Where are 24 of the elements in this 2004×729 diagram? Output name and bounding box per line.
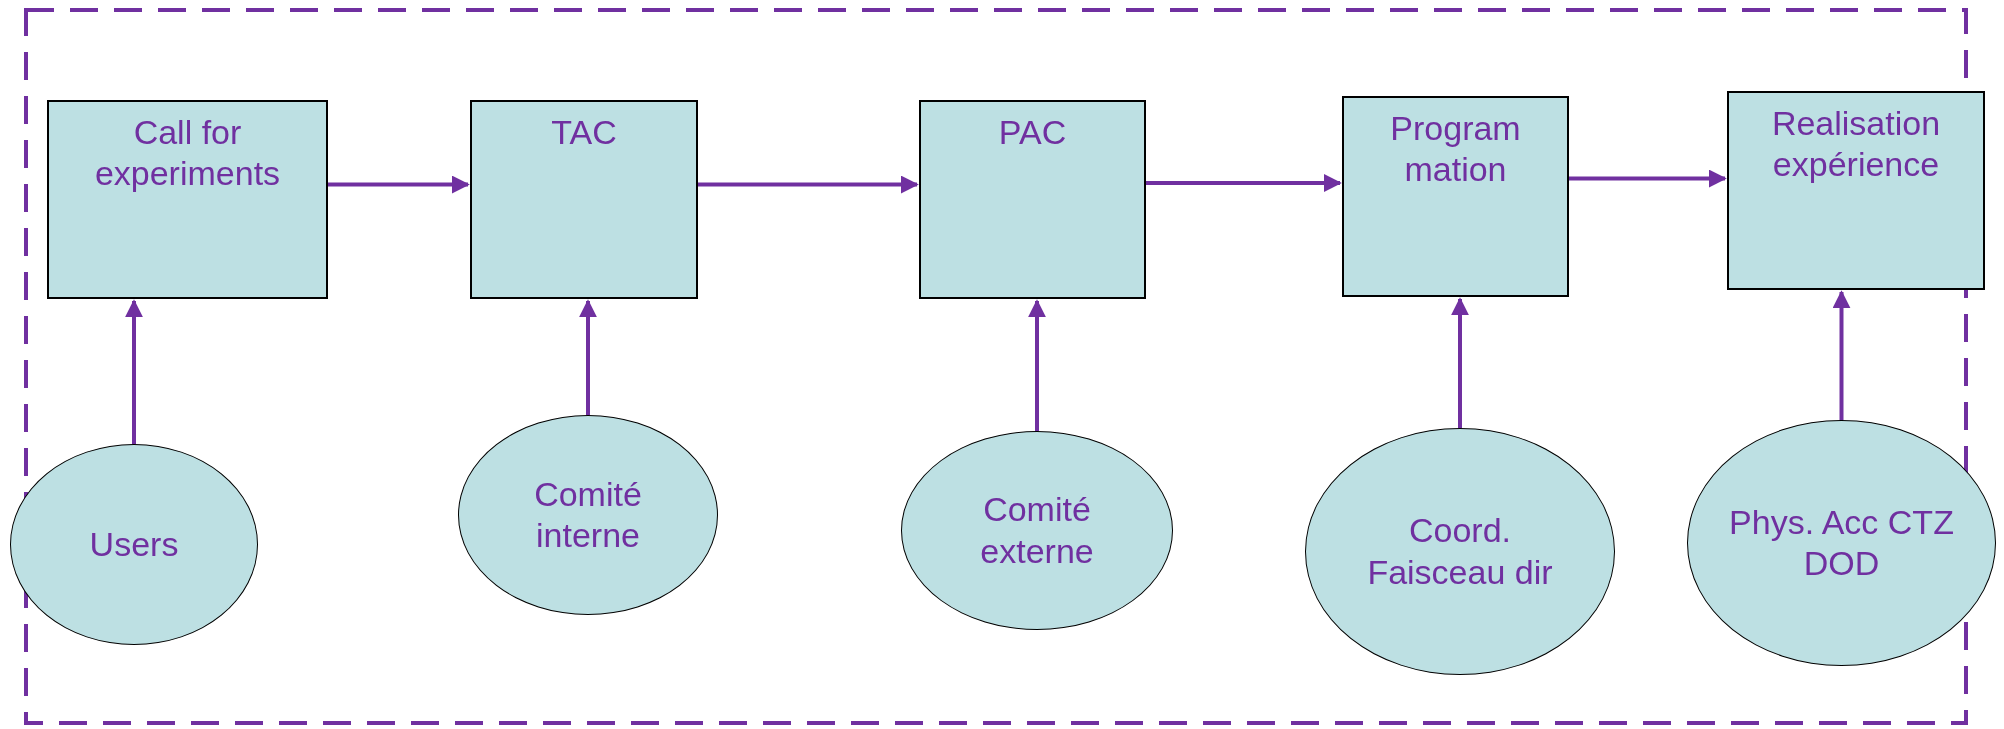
- node-label: PAC: [998, 112, 1067, 153]
- process-box: [919, 100, 1146, 299]
- node-label: Realisation expérience: [1770, 103, 1942, 186]
- process-box: [47, 100, 328, 299]
- arrow: [328, 175, 470, 194]
- arrow: [1146, 174, 1342, 192]
- arrow: [698, 175, 919, 194]
- arrow: [1028, 299, 1046, 431]
- arrow: [1832, 290, 1851, 420]
- arrow: [1451, 297, 1469, 428]
- arrow: [579, 299, 597, 415]
- node-label: Program mation: [1389, 108, 1522, 191]
- node-label: Comité externe: [979, 489, 1095, 572]
- node-label: Comité interne: [533, 473, 643, 556]
- arrow: [125, 299, 143, 444]
- arrow: [1569, 169, 1727, 188]
- process-box: [1727, 91, 1985, 290]
- node-label: TAC: [551, 112, 617, 153]
- node-label: Call for experiments: [93, 112, 282, 195]
- node-label: Coord. Faisceau dir: [1366, 510, 1554, 593]
- process-box: [470, 100, 698, 299]
- process-box: [1342, 96, 1569, 297]
- node-label: Users: [89, 523, 179, 565]
- node-label: Phys. Acc CTZ DOD: [1728, 501, 1955, 584]
